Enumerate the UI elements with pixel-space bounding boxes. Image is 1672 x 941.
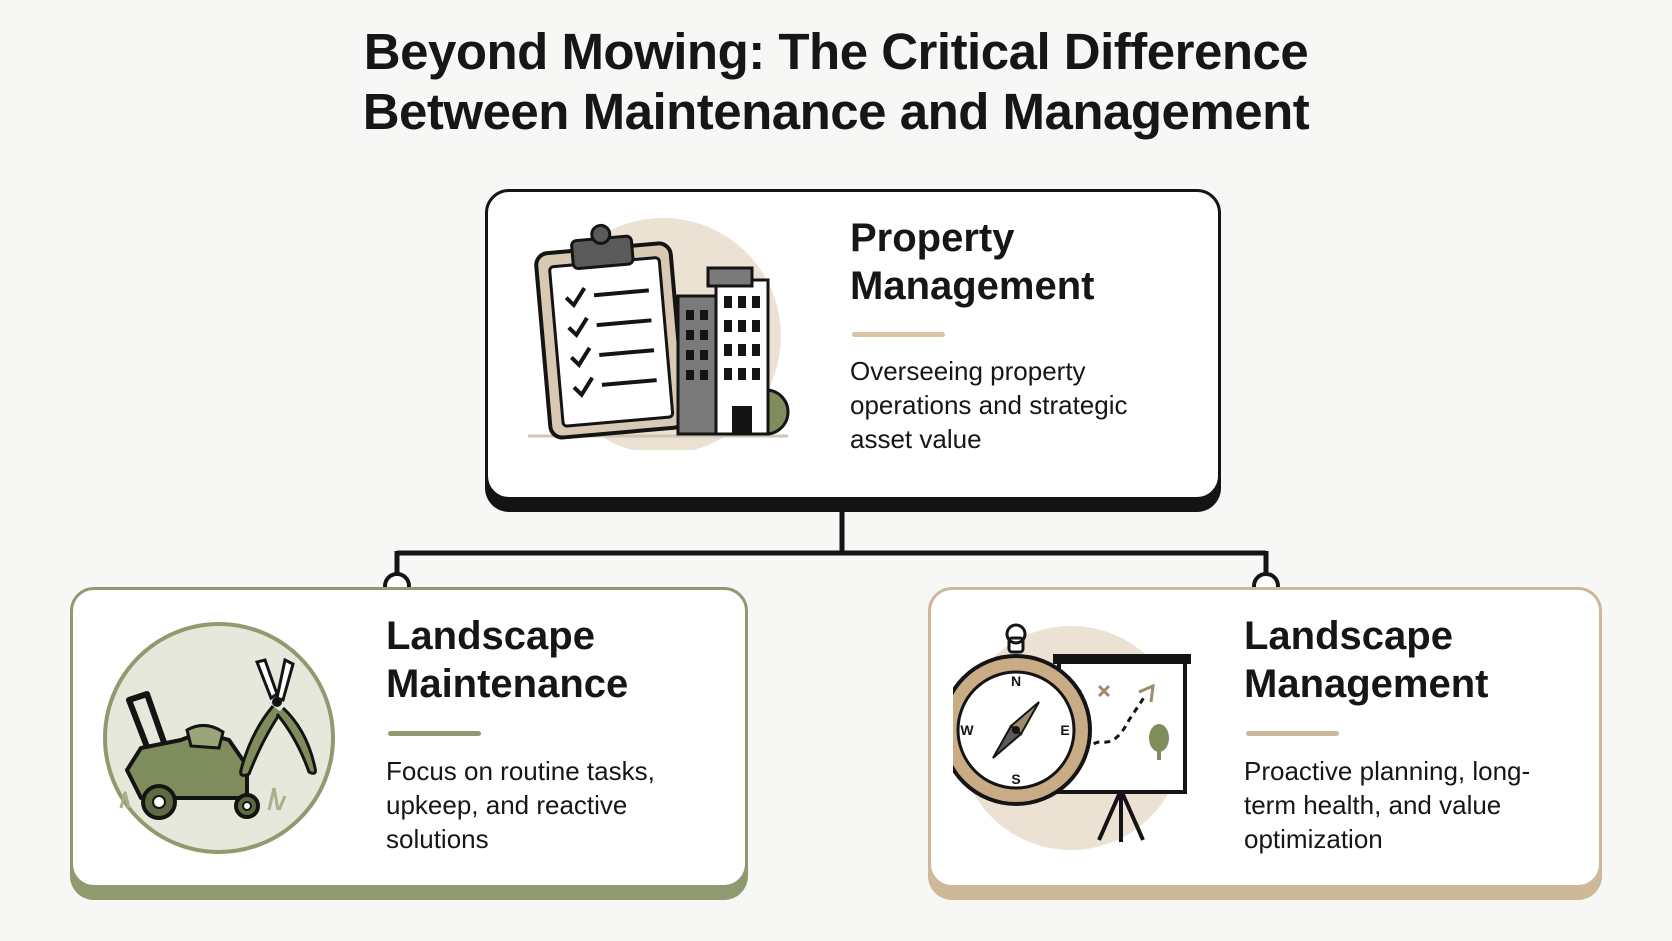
landscape-management-description: Proactive planning, long-term health, an… — [1244, 756, 1531, 854]
landscape-maintenance-rule — [388, 731, 481, 736]
property-management-title: Property Management — [850, 216, 1095, 308]
lawn-mower-icon — [119, 691, 287, 820]
landscape-management-card: N S E W Landscape Management Proactive p… — [928, 587, 1602, 888]
landscape-management-title: Landscape Management — [1244, 614, 1489, 706]
diagram-title: Beyond Mowing: The Critical Difference B… — [0, 22, 1672, 142]
clipboard-checklist-icon — [534, 223, 687, 440]
compass-label-s: S — [1011, 771, 1020, 787]
title-line-1: Beyond Mowing: The Critical Difference — [363, 23, 1309, 80]
property-management-card: Property Management Overseeing property … — [485, 189, 1221, 500]
property-management-illustration — [528, 218, 790, 450]
compass-icon: N S E W — [953, 623, 1092, 806]
landscape-maintenance-illustration — [103, 622, 335, 854]
strategy-board-icon — [1053, 654, 1191, 842]
landscape-maintenance-title: Landscape Maintenance — [386, 614, 629, 706]
title-line-2: Between Maintenance and Management — [362, 83, 1310, 140]
property-management-description: Overseeing property operations and strat… — [850, 356, 1128, 454]
landscape-maintenance-description: Focus on routine tasks, upkeep, and reac… — [386, 756, 655, 854]
property-management-rule — [852, 332, 945, 337]
compass-label-w: W — [960, 722, 974, 738]
landscape-management-rule — [1246, 731, 1339, 736]
pruning-shears-icon — [239, 657, 317, 777]
compass-label-n: N — [1011, 673, 1021, 689]
landscape-maintenance-card: Landscape Maintenance Focus on routine t… — [70, 587, 748, 888]
landscape-management-illustration: N S E W — [953, 623, 1191, 850]
compass-label-e: E — [1060, 722, 1069, 738]
office-building-icon — [676, 266, 790, 436]
